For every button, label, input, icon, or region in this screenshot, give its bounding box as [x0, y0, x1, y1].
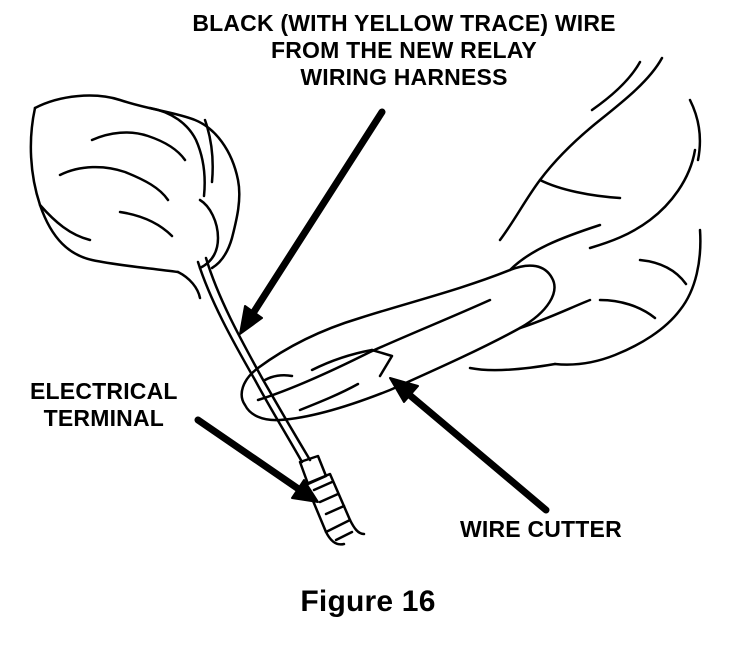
terminal-callout-line-2: TERMINAL [43, 405, 165, 431]
terminal-callout-line-1: ELECTRICAL [30, 378, 178, 404]
terminal-callout-label: ELECTRICAL TERMINAL [30, 378, 178, 432]
electrical-terminal-drawing [298, 454, 366, 546]
terminal-leader-line [194, 416, 304, 494]
cutter-arrowhead [389, 377, 419, 403]
right-hand-drawing [468, 56, 702, 372]
cutter-leader-line [402, 388, 550, 514]
wire-leader-line [246, 108, 386, 322]
terminal-arrowhead [291, 479, 319, 503]
leader-arrows [194, 108, 550, 514]
wire-callout-line-3: WIRING HARNESS [300, 64, 508, 90]
figure-caption: Figure 16 [300, 585, 436, 618]
wire-drawing [196, 256, 312, 464]
wire-cutter-drawing [240, 223, 602, 422]
left-hand-drawing [29, 94, 241, 300]
cutter-callout-label: WIRE CUTTER [460, 516, 622, 542]
wire-callout-line-1: BLACK (WITH YELLOW TRACE) WIRE [192, 10, 616, 36]
wire-callout-label: BLACK (WITH YELLOW TRACE) WIRE FROM THE … [0, 10, 736, 91]
wire-arrowhead [239, 305, 263, 335]
wire-callout-line-2: FROM THE NEW RELAY [271, 37, 537, 63]
